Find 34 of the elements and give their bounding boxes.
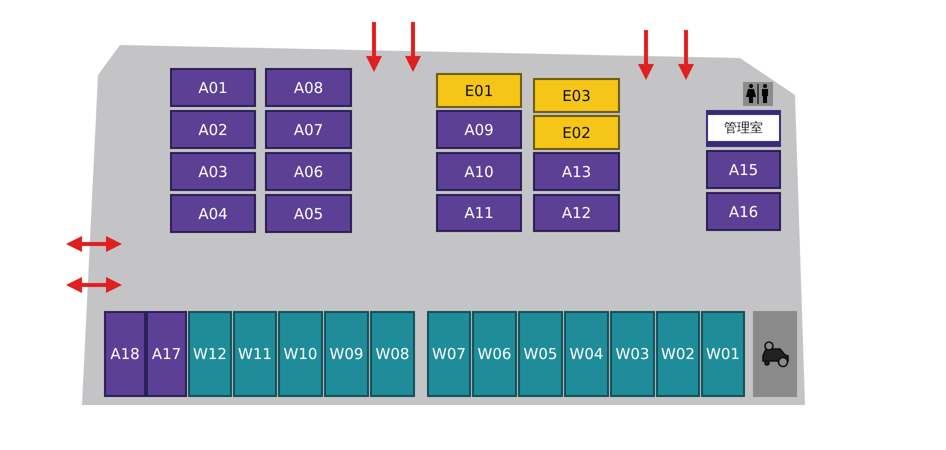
exhibit-booth: W03 [610, 311, 655, 397]
exhibit-booth: A06 [265, 152, 352, 191]
exhibit-booth: A15 [706, 150, 781, 189]
exhibit-booth: W12 [188, 311, 232, 397]
exhibit-booth: E03 [533, 78, 620, 113]
exhibit-booth: W11 [233, 311, 277, 397]
exhibit-booth: A09 [436, 110, 522, 149]
exhibit-booth: W01 [701, 311, 745, 397]
exhibit-booth: A03 [170, 152, 256, 191]
exhibit-booth: W08 [370, 311, 415, 397]
exhibit-booth: W07 [427, 311, 471, 397]
exhibit-booth: A12 [533, 194, 620, 232]
exhibit-booth: A04 [170, 194, 256, 233]
exhibit-booth: A05 [265, 194, 352, 233]
exhibit-booth: W06 [472, 311, 517, 397]
exhibit-booth: A07 [265, 110, 352, 149]
exhibit-booth: A16 [706, 192, 781, 231]
exhibit-booth: A10 [436, 152, 522, 191]
exhibit-booth: A18 [104, 311, 146, 397]
exhibit-booth: A02 [170, 110, 256, 149]
office-room: 管理室 [706, 110, 781, 147]
exhibit-booth: W04 [564, 311, 609, 397]
exhibit-booth: A01 [170, 68, 256, 107]
exhibit-booth: E01 [436, 73, 522, 108]
exhibit-booth: E02 [533, 115, 620, 150]
exhibit-booth: W02 [656, 311, 700, 397]
exhibit-booth: W10 [278, 311, 323, 397]
exhibit-booth: A08 [265, 68, 352, 107]
exhibit-booth: A17 [146, 311, 187, 397]
exhibit-booth: W05 [518, 311, 563, 397]
service-area [753, 311, 797, 397]
exhibit-booth: W09 [324, 311, 369, 397]
exhibit-booth: A11 [436, 194, 522, 232]
exhibit-booth: A13 [533, 152, 620, 191]
